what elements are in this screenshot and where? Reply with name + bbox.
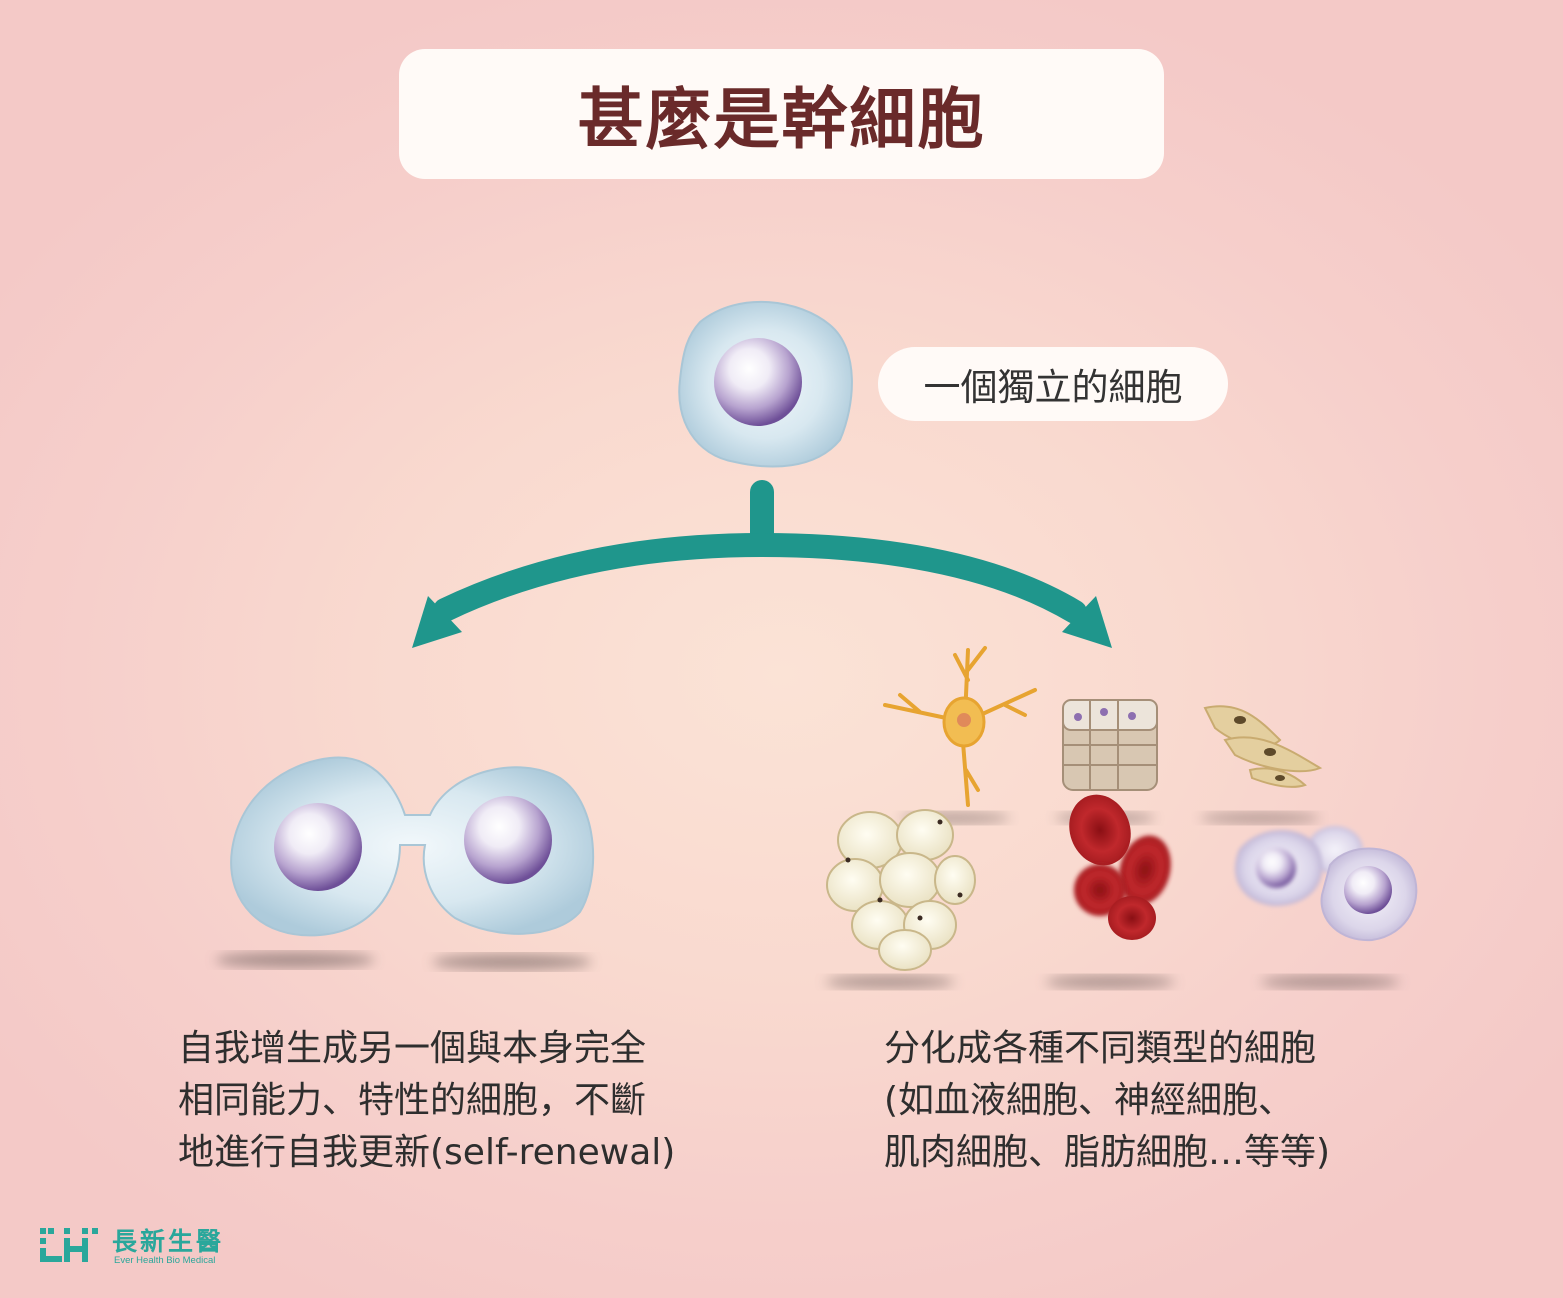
brand-logo: 長新生醫 Ever Health Bio Medical: [38, 1222, 238, 1272]
brand-name: 長新生醫: [112, 1227, 225, 1256]
self-renewal-line-2: 相同能力、特性的細胞，不斷: [178, 1080, 647, 1121]
fat-cells: [826, 809, 976, 971]
muscle-tissue-cells: [1062, 699, 1158, 791]
neuron-cell: [883, 646, 1037, 807]
division-arrow: [433, 480, 1087, 624]
differentiation-line-2: (如血液細胞、神經細胞、: [884, 1080, 1295, 1121]
brand-logo-icon: [40, 1228, 98, 1262]
differentiation-line-3: 肌肉細胞、脂肪細胞…等等): [884, 1132, 1331, 1173]
single-cell-label-text: 一個獨立的細胞: [923, 366, 1183, 409]
differentiation-description: 分化成各種不同類型的細胞 (如血液細胞、神經細胞、 肌肉細胞、脂肪細胞…等等): [884, 1023, 1330, 1179]
brand-subtitle: Ever Health Bio Medical: [114, 1255, 216, 1266]
self-renewal-line-1: 自我增生成另一個與本身完全: [178, 1028, 647, 1069]
self-renewal-line-3: 地進行自我更新(self-renewal): [178, 1132, 676, 1173]
page-title: 甚麼是幹細胞: [577, 81, 986, 158]
title-box: 甚麼是幹細胞: [399, 49, 1164, 179]
fibroblast-cells: [1203, 705, 1323, 788]
fat-cell-nuclei: [845, 819, 963, 921]
single-cell-label: 一個獨立的細胞: [878, 347, 1228, 421]
dividing-cells: [215, 756, 595, 970]
differentiation-line-1: 分化成各種不同類型的細胞: [884, 1028, 1317, 1069]
stem-cell-single: [678, 300, 853, 468]
arrow-head-left: [412, 596, 462, 648]
white-blood-cells: [1235, 826, 1418, 942]
red-blood-cells: [1069, 794, 1171, 940]
arrow-head-right: [1062, 596, 1112, 648]
self-renewal-description: 自我增生成另一個與本身完全 相同能力、特性的細胞，不斷 地進行自我更新(self…: [178, 1023, 675, 1179]
